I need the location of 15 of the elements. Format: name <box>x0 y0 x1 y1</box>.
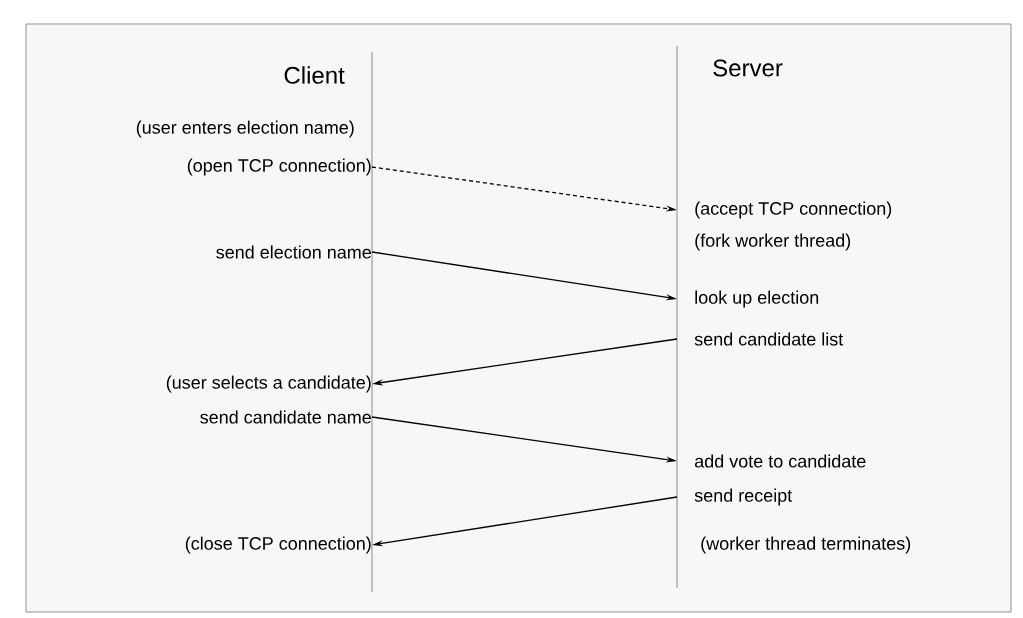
message-text: send receipt <box>694 488 793 506</box>
message-text: send election name <box>216 245 371 259</box>
message-text: look up election <box>695 290 819 308</box>
message-text: (close TCP connection) <box>185 536 371 554</box>
lifeline-heading: Client <box>284 66 345 84</box>
message-text: (accept TCP connection) <box>695 201 892 219</box>
message-text: send candidate list <box>694 332 844 346</box>
message-text: add vote to candidate <box>694 454 866 468</box>
message-text: (open TCP connection) <box>187 158 371 176</box>
note-text: (fork worker thread) <box>695 233 851 251</box>
message-text: send candidate name <box>200 410 371 424</box>
note-text: (user enters election name) <box>136 120 354 138</box>
note-text: (worker thread terminates) <box>701 536 911 554</box>
message-text: (user selects a candidate) <box>166 375 371 393</box>
lifeline-heading: Server <box>713 59 783 77</box>
